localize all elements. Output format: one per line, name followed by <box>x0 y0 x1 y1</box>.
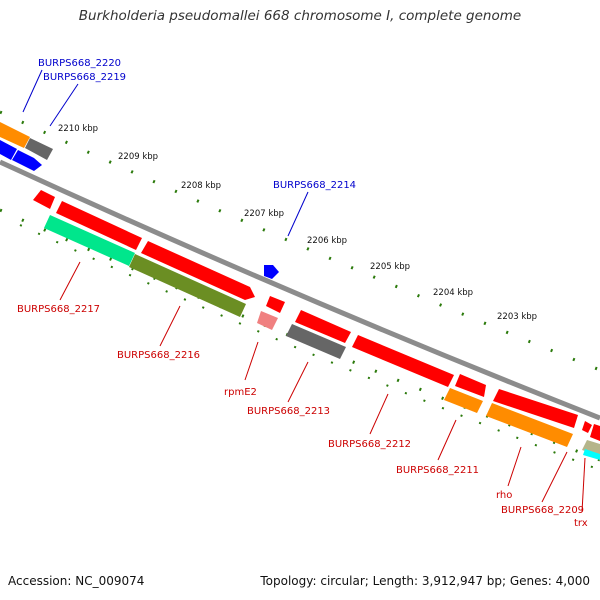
kbp-scale: 2210 kbp 2209 kbp 2208 kbp 2207 kbp 2206… <box>58 124 537 322</box>
leader-line <box>59 261 81 301</box>
gene-label[interactable]: rho <box>496 490 512 501</box>
gene-orange-lower[interactable] <box>486 403 573 447</box>
gene-label[interactable]: BURPS668_2212 <box>328 439 411 450</box>
gene-label[interactable]: trx <box>574 518 588 529</box>
gene-olive[interactable] <box>129 254 246 317</box>
kbp-label: 2207 kbp <box>244 209 284 219</box>
gene-label[interactable]: BURPS668_2220 <box>38 58 121 69</box>
genome-summary: Topology: circular; Length: 3,912,947 bp… <box>260 574 590 588</box>
gene-red[interactable] <box>455 374 486 397</box>
accession-label: Accession: NC_009074 <box>8 574 145 588</box>
gene-red[interactable] <box>295 310 351 343</box>
gene-label[interactable]: BURPS668_2211 <box>396 465 479 476</box>
gene-label[interactable]: BURPS668_2216 <box>117 350 200 361</box>
gene-blue[interactable] <box>0 140 17 160</box>
gene-label[interactable]: BURPS668_2214 <box>273 180 356 191</box>
gene-blue-small[interactable] <box>264 265 279 279</box>
kbp-label: 2209 kbp <box>118 152 158 162</box>
gene-label[interactable]: rpmE2 <box>224 387 257 398</box>
kbp-label: 2205 kbp <box>370 262 410 272</box>
gene-gray[interactable] <box>25 138 53 160</box>
leader-line <box>159 305 181 347</box>
leader-line <box>541 451 568 503</box>
leader-line <box>507 446 522 487</box>
gene-label[interactable]: BURPS668_2209 <box>501 505 584 516</box>
kbp-label: 2206 kbp <box>307 236 347 246</box>
gene-orange[interactable] <box>0 122 30 148</box>
gene-label[interactable]: BURPS668_2217 <box>17 304 100 315</box>
leader-line <box>437 419 457 461</box>
kbp-label: 2210 kbp <box>58 124 98 134</box>
gene-red[interactable] <box>56 201 142 250</box>
gene-red-small[interactable] <box>582 421 592 433</box>
genome-backbone <box>0 159 600 421</box>
gene-red[interactable] <box>590 424 600 441</box>
gene-red-small[interactable] <box>266 296 285 313</box>
leader-line <box>581 457 586 513</box>
leader-line <box>369 393 389 435</box>
leader-line <box>287 191 309 237</box>
gene-label[interactable]: BURPS668_2219 <box>43 72 126 83</box>
gene-pink[interactable] <box>257 311 278 330</box>
leader-line <box>49 83 79 127</box>
map-title: Burkholderia pseudomallei 668 chromosome… <box>78 8 522 24</box>
gene-gray-lower[interactable] <box>286 324 346 359</box>
kbp-label: 2203 kbp <box>497 312 537 322</box>
gene-red[interactable] <box>33 190 55 209</box>
leader-line <box>22 69 43 113</box>
kbp-label: 2204 kbp <box>433 288 473 298</box>
gene-red[interactable] <box>141 241 255 300</box>
gene-label[interactable]: BURPS668_2213 <box>247 406 330 417</box>
kbp-label: 2208 kbp <box>181 181 221 191</box>
gene-red[interactable] <box>352 335 454 387</box>
gene-blue[interactable] <box>12 150 42 171</box>
leader-line <box>244 341 259 381</box>
tick-row-lower-inner <box>19 224 600 471</box>
gene-khaki[interactable] <box>582 440 600 456</box>
gene-teal[interactable] <box>44 215 135 266</box>
gene-cyan[interactable] <box>583 449 600 460</box>
gene-orange-lower[interactable] <box>444 388 483 413</box>
gene-red[interactable] <box>493 389 578 428</box>
leader-line <box>287 361 309 403</box>
